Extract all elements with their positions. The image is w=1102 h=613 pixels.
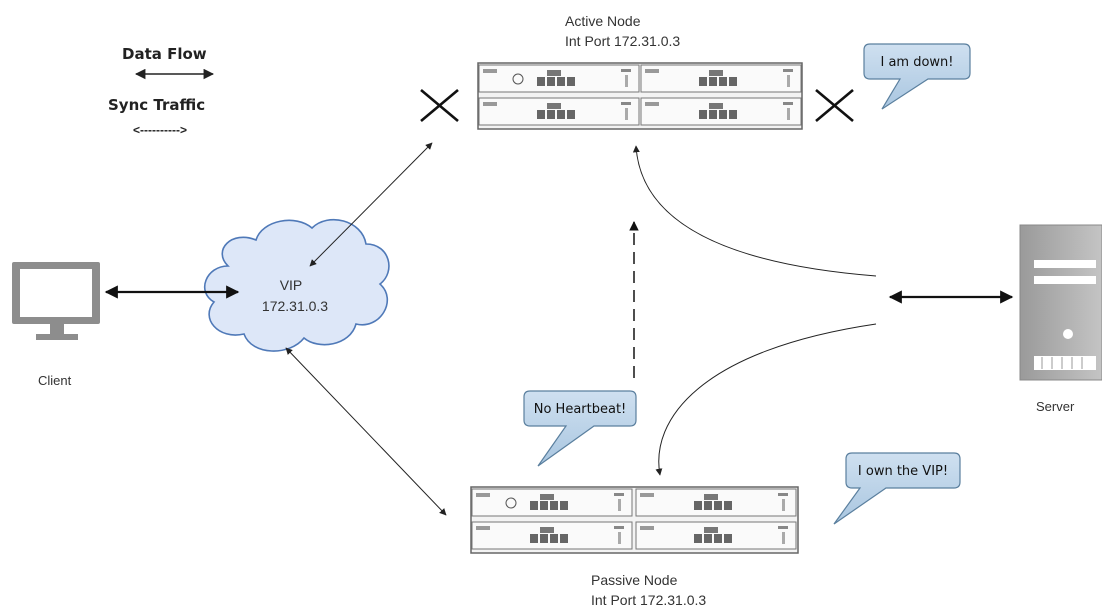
passive-node-chassis-icon: [470, 486, 799, 554]
vip-passive-link: [285, 347, 447, 516]
active-node-port: Int Port 172.31.0.3: [565, 33, 680, 49]
x-mark-icon: [815, 89, 854, 122]
legend-sync-traffic-label: Sync Traffic: [108, 96, 205, 114]
vip-title: VIP: [280, 277, 303, 293]
legend-sync-traffic-sample: <---------->: [133, 123, 187, 137]
passive-node-port: Int Port 172.31.0.3: [591, 592, 706, 608]
callout-active-down-text: I am down!: [880, 55, 953, 70]
speech-bubble-icon: [833, 452, 961, 525]
passive-node-title: Passive Node: [591, 572, 678, 588]
legend: Data Flow Sync Traffic <---------->: [108, 45, 215, 137]
vip-address: 172.31.0.3: [262, 298, 328, 314]
passive-node: Passive Node Int Port 172.31.0.3: [470, 486, 799, 608]
callout-own-vip-text: I own the VIP!: [858, 464, 948, 479]
active-node-chassis-icon: [477, 62, 803, 130]
active-node: Active Node Int Port 172.31.0.3: [477, 13, 803, 130]
vip-cloud: VIP 172.31.0.3: [203, 219, 390, 352]
connections: [104, 142, 1014, 516]
active-server-link: [632, 145, 877, 277]
x-mark-icon: [420, 89, 459, 122]
monitor-icon: [12, 262, 100, 340]
callout-active-down: I am down!: [863, 43, 971, 110]
callout-no-heartbeat-text: No Heartbeat!: [534, 402, 627, 417]
server-tower-icon: [1019, 224, 1102, 381]
server-label: Server: [1036, 399, 1075, 414]
vip-active-link: [309, 142, 433, 267]
passive-server-link: [655, 323, 877, 476]
active-node-title: Active Node: [565, 13, 641, 29]
speech-bubble-icon: [523, 390, 637, 467]
speech-bubble-icon: [863, 43, 971, 110]
callout-own-vip: I own the VIP!: [833, 452, 961, 525]
client: Client: [12, 262, 100, 388]
client-label: Client: [38, 373, 72, 388]
legend-data-flow-label: Data Flow: [122, 45, 207, 63]
callout-no-heartbeat: No Heartbeat!: [523, 390, 637, 467]
server: Server: [1019, 224, 1102, 414]
